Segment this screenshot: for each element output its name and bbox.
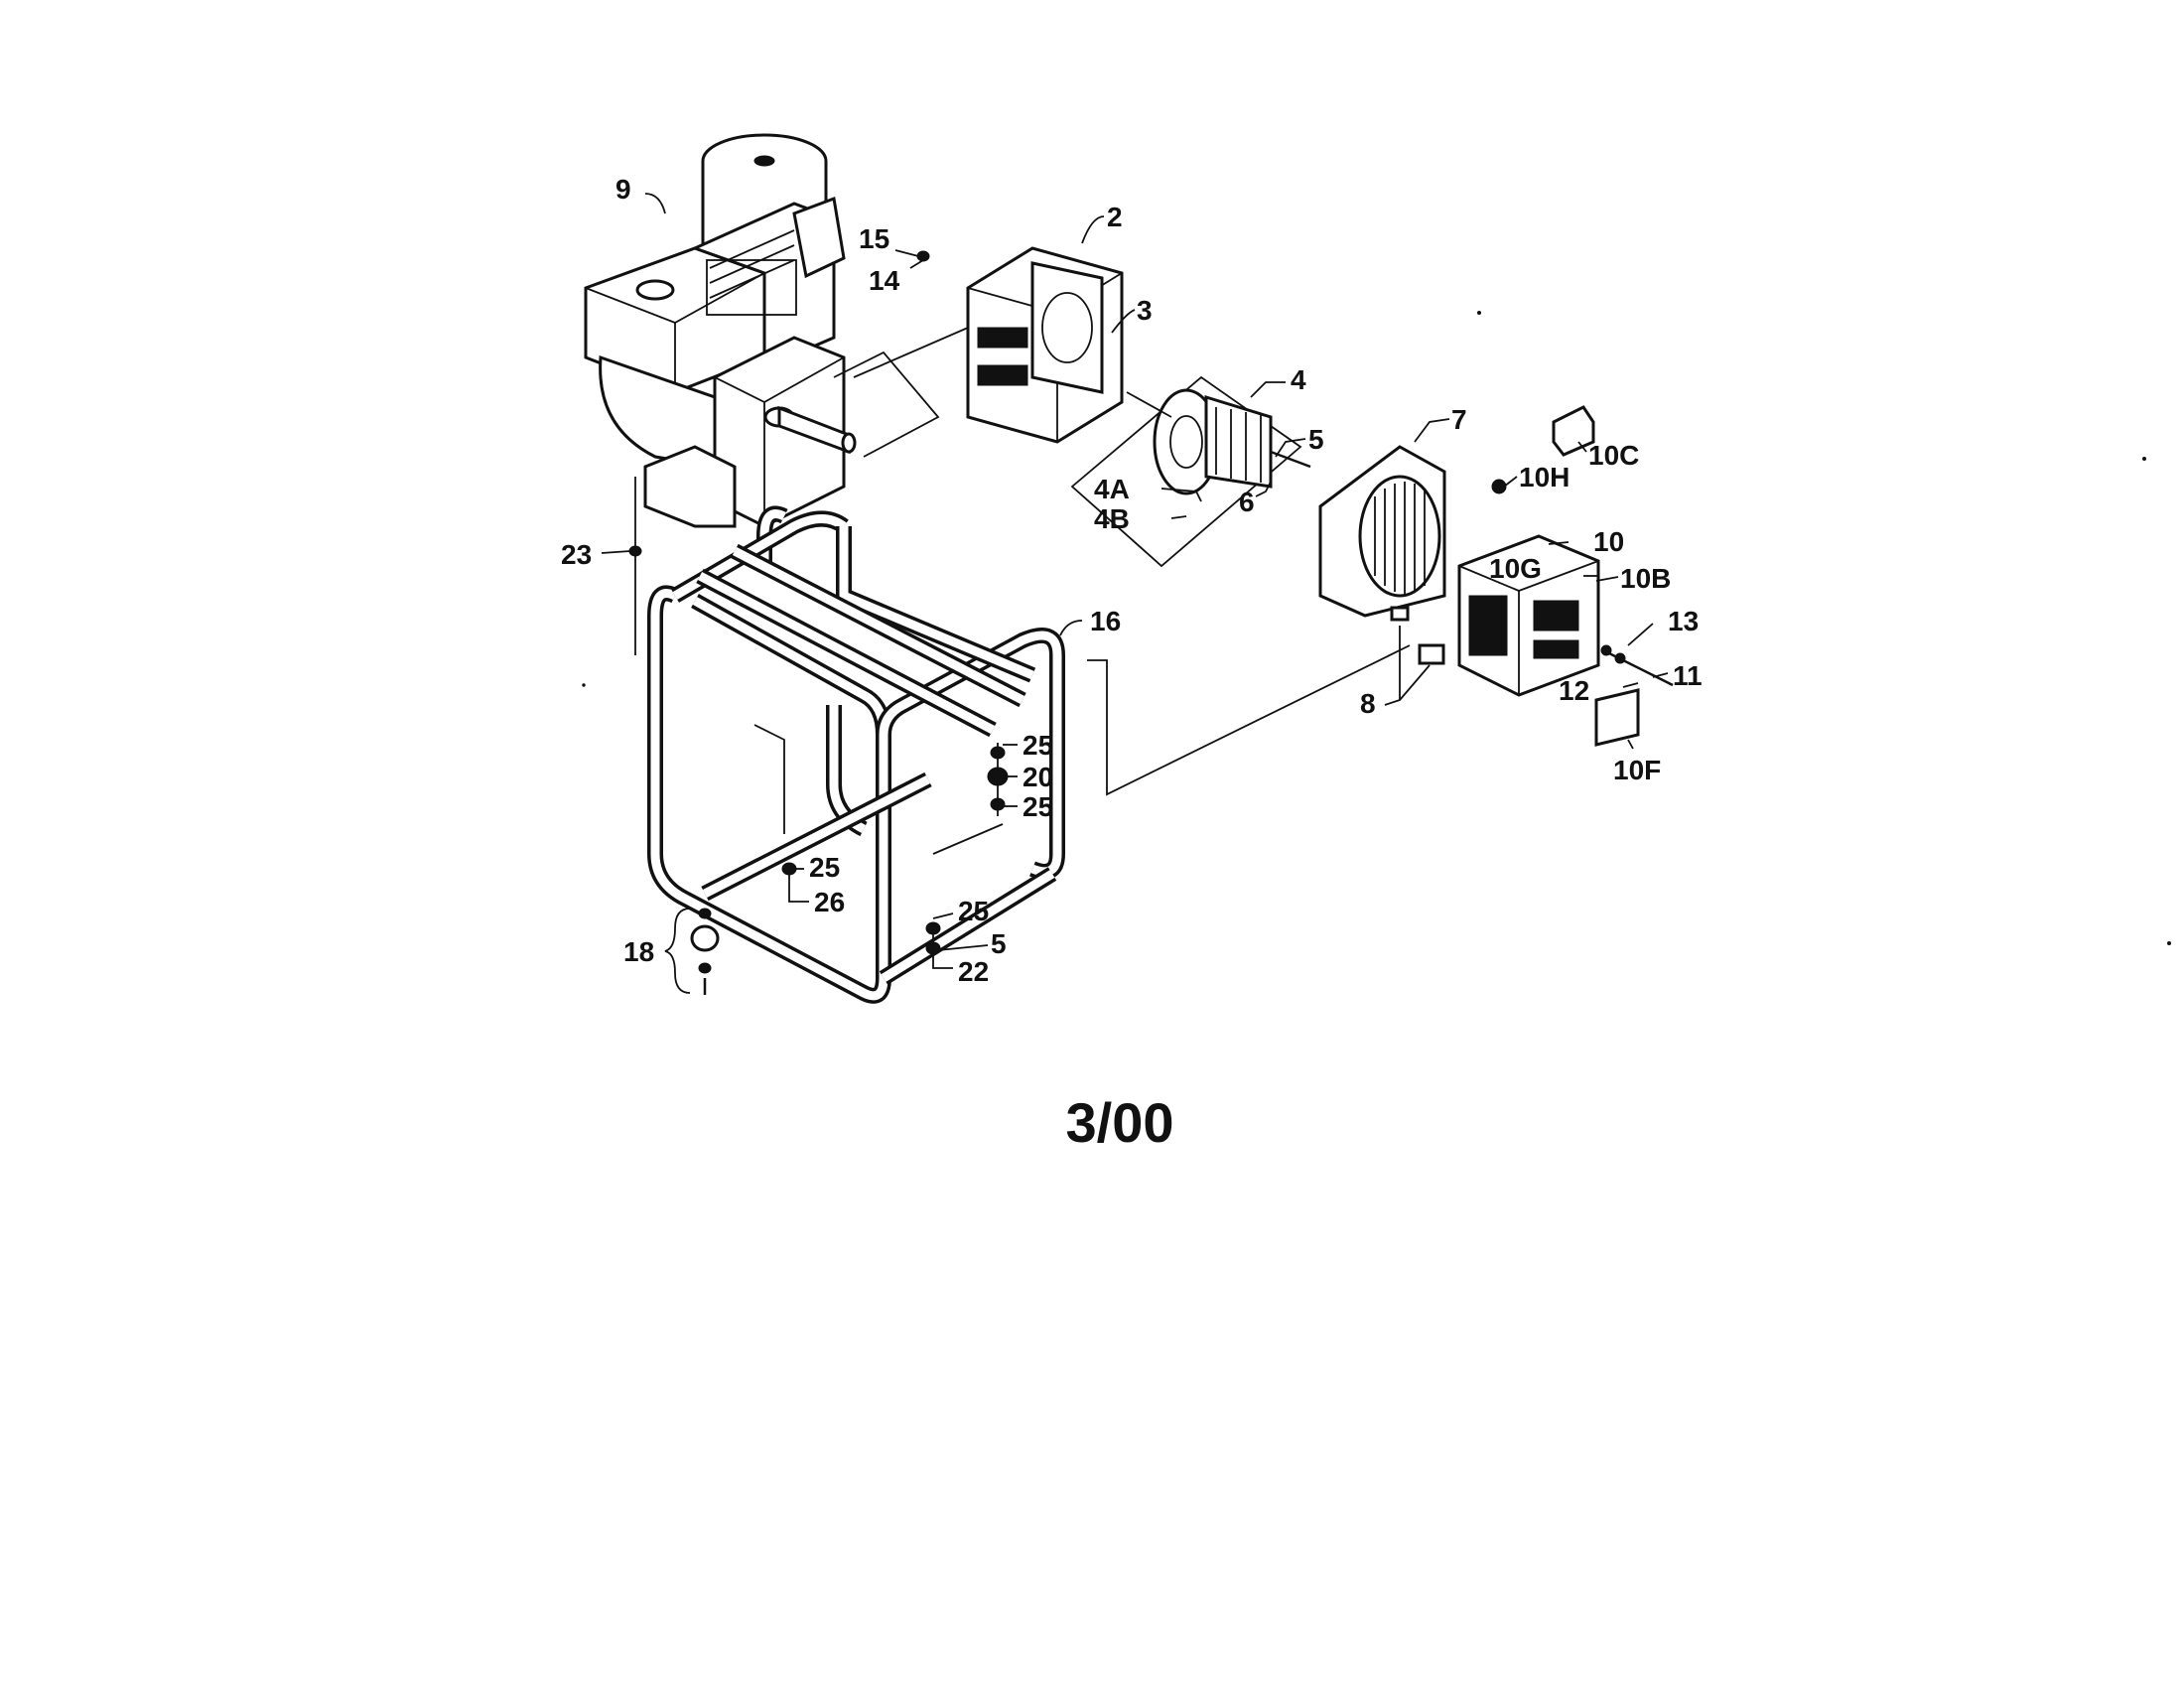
callout-25-bottom: 25 <box>958 896 989 926</box>
leader-lines <box>601 193 1669 994</box>
callout-10h: 10H <box>1519 462 1570 492</box>
callout-6: 6 <box>1239 487 1255 517</box>
callout-22: 22 <box>958 956 989 987</box>
engine-assembly <box>584 133 940 626</box>
adapter-housing <box>853 246 1124 444</box>
tube-frame <box>634 505 1411 1004</box>
callout-4a: 4A <box>1094 474 1130 504</box>
callout-10f: 10F <box>1613 755 1661 785</box>
callout-10c: 10C <box>1588 440 1639 471</box>
scan-speckles <box>582 311 2171 945</box>
callout-20: 20 <box>1023 762 1053 792</box>
callout-5-rotor: 5 <box>1308 424 1324 455</box>
callout-23: 23 <box>561 539 592 570</box>
callout-15: 15 <box>859 223 889 254</box>
callout-8: 8 <box>1360 688 1376 719</box>
callout-26: 26 <box>814 887 845 917</box>
bearing-carrier <box>1318 445 1446 665</box>
callout-11: 11 <box>1673 660 1703 691</box>
callout-4: 4 <box>1291 364 1306 395</box>
callout-10b: 10B <box>1620 563 1671 594</box>
callout-14: 14 <box>869 265 900 296</box>
callout-4b: 4B <box>1094 503 1130 534</box>
callout-16: 16 <box>1090 606 1121 636</box>
callout-5-frame: 5 <box>991 928 1007 959</box>
callout-9: 9 <box>615 174 631 205</box>
callout-7: 7 <box>1451 404 1467 435</box>
callout-10: 10 <box>1593 526 1624 557</box>
callout-labels: 9 2 15 14 3 4 5 4A 6 4B 7 10C 10H 10 10G… <box>561 174 1703 987</box>
revision-date: 3/00 <box>1066 1091 1174 1154</box>
callout-25-middle: 25 <box>809 852 840 883</box>
callout-3: 3 <box>1137 295 1153 326</box>
callout-25-lower: 25 <box>1023 791 1053 822</box>
control-box <box>1457 405 1674 747</box>
callout-13: 13 <box>1668 606 1699 636</box>
callout-10g: 10G <box>1489 553 1542 584</box>
callout-25-upper: 25 <box>1023 730 1053 761</box>
callout-2: 2 <box>1107 202 1123 232</box>
callout-12: 12 <box>1559 675 1589 706</box>
callout-18: 18 <box>623 936 654 967</box>
rotor-assembly <box>1070 375 1311 568</box>
